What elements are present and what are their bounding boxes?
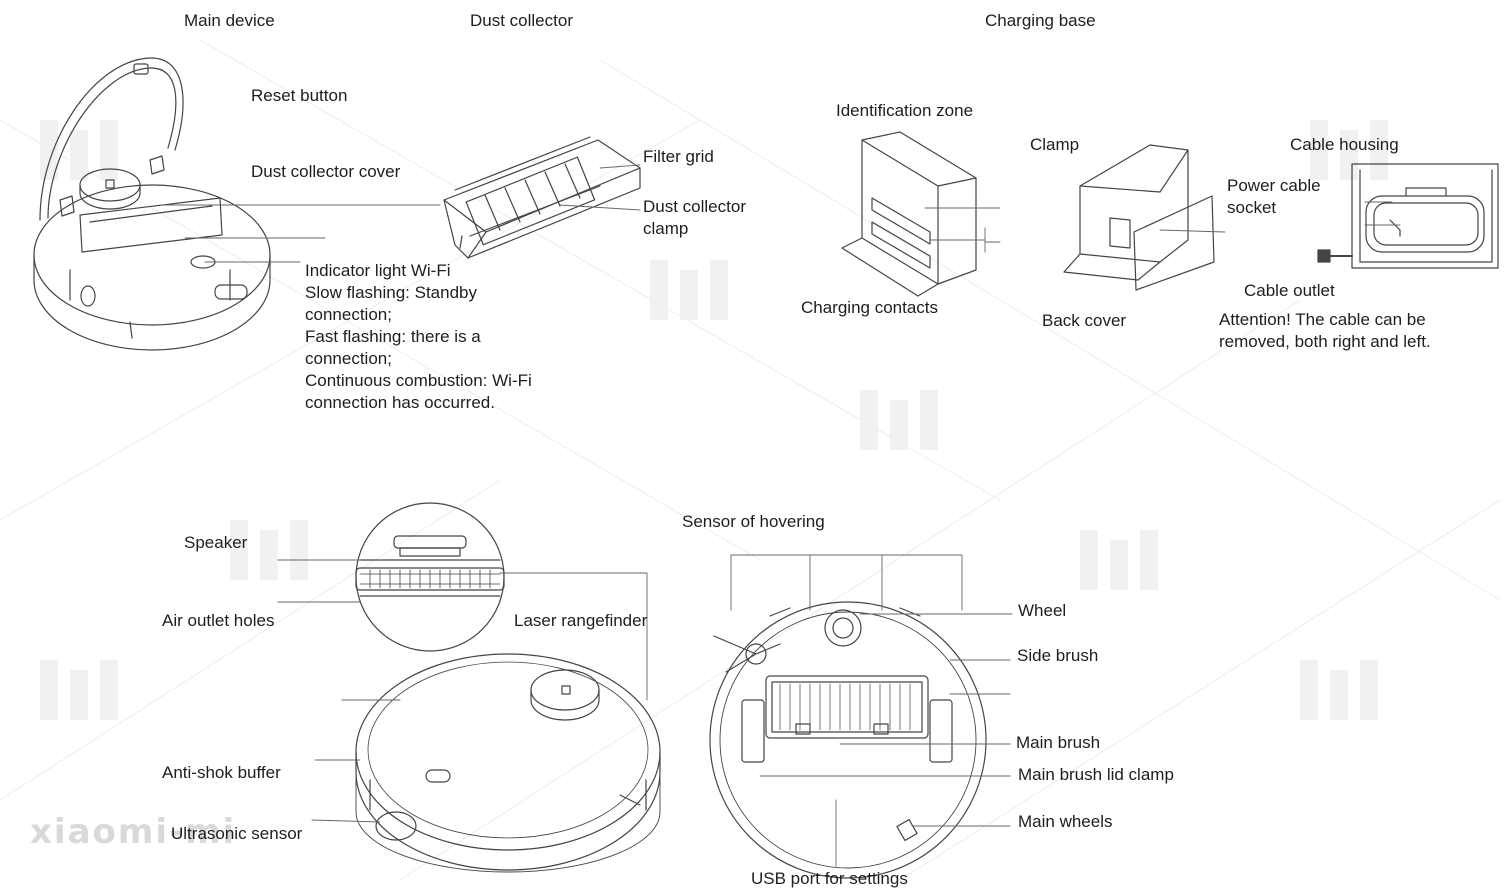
charging-base-front [841,131,977,297]
heading-main-device: Main device [184,11,275,30]
watermark-pattern [0,39,1501,881]
speaker-zoom [355,502,505,652]
label-reset-button: Reset button [251,86,348,105]
label-side-brush: Side brush [1017,646,1099,665]
leaders-speaker [277,559,648,701]
label-laser-rangefinder: Laser rangefinder [514,611,648,630]
label-charging-contacts: Charging contacts [801,298,939,317]
label-sensor-of-hovering: Sensor of hovering [682,512,825,531]
leaders-dust-collector [559,164,641,211]
leaders-charging-base [924,207,1001,253]
label-main-wheels: Main wheels [1018,812,1113,831]
label-power-cable-socket: Power cable socket [1227,176,1321,217]
label-dust-collector-cover: Dust collector cover [251,162,401,181]
label-air-outlet-holes: Air outlet holes [162,611,275,630]
label-indicator-light: Indicator light Wi-Fi Slow flashing: Sta… [305,261,532,412]
leaders-charging-back [1159,229,1226,233]
label-identification-zone: Identification zone [836,101,974,120]
watermark-text: xiaomi-mi [30,812,237,852]
label-speaker: Speaker [184,533,248,552]
label-dust-collector-clamp: Dust collector clamp [643,197,746,238]
heading-charging-base: Charging base [985,11,1096,30]
leaders-robot-bottom [730,554,1013,867]
main-device-illustration [33,57,271,351]
label-back-cover: Back cover [1042,311,1127,330]
label-clamp: Clamp [1030,135,1080,154]
leaders-main-device [159,204,441,263]
charging-base-back [1063,144,1215,291]
label-main-brush: Main brush [1016,733,1101,752]
dust-collector-illustration [443,136,641,259]
heading-dust-collector: Dust collector [470,11,573,30]
robot-bottom-illustration [709,601,987,879]
label-anti-shok-buffer: Anti-shok buffer [162,763,281,782]
leaders-cable [1364,201,1401,226]
label-usb-port: USB port for settings [751,869,908,888]
robot-top-illustration [355,653,661,873]
label-main-brush-lid-clamp: Main brush lid clamp [1018,765,1174,784]
cable-housing-illustration [1317,163,1499,269]
label-filter-grid: Filter grid [643,147,714,166]
leaders-robot-top [311,699,401,823]
label-ultrasonic-sensor: Ultrasonic sensor [171,824,303,843]
label-attention: Attention! The cable can be removed, bot… [1219,310,1431,351]
label-cable-outlet: Cable outlet [1244,281,1335,300]
label-wheel: Wheel [1018,601,1067,620]
label-cable-housing: Cable housing [1290,135,1399,154]
